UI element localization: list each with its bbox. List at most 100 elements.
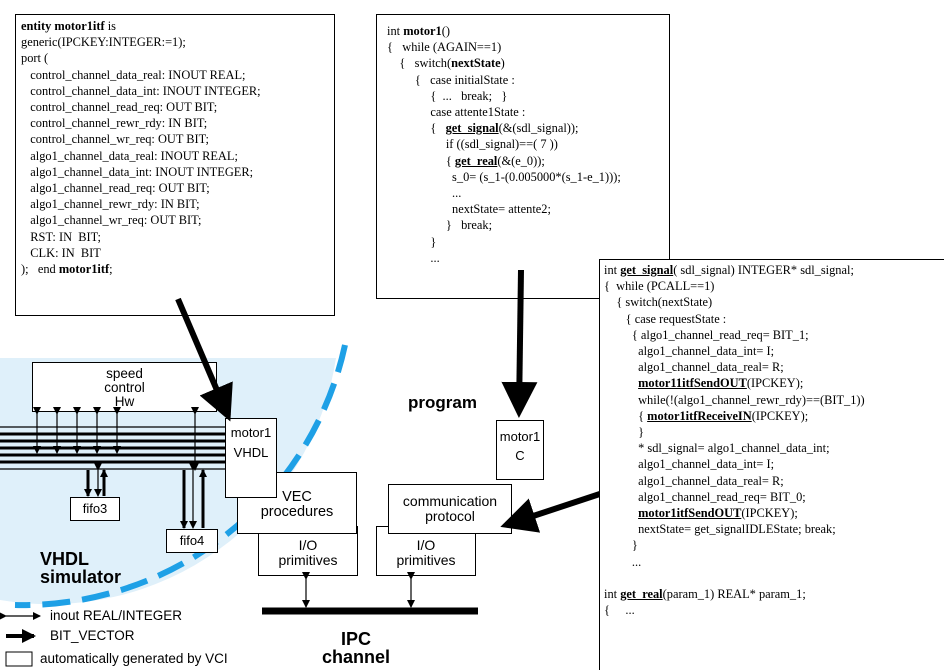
code-line: }: [604, 424, 940, 440]
c-code-to-motor1-c-arrow: [501, 269, 538, 418]
code-token: motor1itfSendOUT: [638, 506, 742, 521]
code-token: case attente1State :: [387, 105, 526, 120]
fifo3-box: fifo3: [70, 497, 120, 521]
code-token: get_real: [454, 153, 498, 168]
code-line: algo1_channel_data_real= R;: [604, 359, 940, 375]
code-line: { algo1_channel_read_req= BIT_1;: [604, 327, 940, 343]
code-line: control_channel_read_req: OUT BIT;: [21, 99, 329, 115]
code-line: motor1itfSendOUT(IPCKEY);: [604, 505, 940, 521]
code-line: ...: [604, 554, 940, 570]
code-token: s_0= (s_1-(0.005000*(s_1-e_1)));: [387, 169, 621, 184]
speed-control-inout-arrows: [33, 407, 199, 471]
code-token: ...: [604, 554, 642, 569]
code-token: int: [387, 24, 404, 38]
fifo3-arrows: [84, 463, 108, 497]
code-line: { get_signal(&(sdl_signal));: [387, 120, 659, 136]
code-token: (IPCKEY);: [746, 376, 804, 391]
code-line: { case initialState :: [387, 72, 659, 88]
code-line: { ... break; }: [387, 88, 659, 104]
code-token: ;: [109, 262, 113, 277]
code-token: algo1_channel_data_int: INOUT INTEGER;: [21, 164, 254, 179]
code-line: int get_signal( sdl_signal) INTEGER* sdl…: [604, 262, 940, 278]
code-token: get_signal: [620, 263, 674, 277]
code-token: algo1_channel_read_req= BIT_0;: [604, 489, 806, 504]
code-token: ); end: [21, 262, 59, 277]
code-token: { while (AGAIN==1): [387, 40, 502, 55]
code-token: motor1: [403, 24, 442, 38]
code-line: { while (AGAIN==1): [387, 39, 659, 55]
code-token: { case requestState :: [604, 311, 727, 326]
code-line: ...: [387, 250, 659, 266]
code-token: RST: IN BIT;: [21, 229, 101, 244]
code-token: if ((sdl_signal)==( 7 )): [387, 137, 558, 152]
code-token: get_signal: [445, 121, 499, 136]
code-line: control_channel_wr_req: OUT BIT;: [21, 131, 329, 147]
code-line: algo1_channel_data_int= I;: [604, 456, 940, 472]
code-token: control_channel_read_req: OUT BIT;: [21, 100, 218, 115]
code-token: algo1_channel_data_int= I;: [604, 344, 775, 359]
code-line: control_channel_data_real: INOUT REAL;: [21, 67, 329, 83]
code-token: motor11itfSendOUT: [638, 376, 747, 391]
code-token: int: [604, 587, 621, 602]
code-token: (param_1) REAL* param_1;: [662, 587, 806, 602]
entity-to-motor1-vhdl-arrow: [175, 297, 233, 422]
code-line: RST: IN BIT;: [21, 229, 329, 245]
code-token: (IPCKEY);: [741, 506, 798, 521]
code-token: } break;: [387, 218, 493, 233]
code-token: algo1_channel_rewr_rdy: IN BIT;: [21, 197, 200, 212]
code-line: algo1_channel_read_req= BIT_0;: [604, 489, 940, 505]
code-token: (IPCKEY);: [751, 408, 809, 423]
code-token: algo1_channel_data_int= I;: [604, 457, 775, 472]
code-token: ( sdl_signal) INTEGER* sdl_signal;: [673, 263, 854, 277]
code-line: algo1_channel_wr_req: OUT BIT;: [21, 212, 329, 228]
code-token: nextState= attente2;: [387, 202, 551, 217]
code-line: algo1_channel_data_real= R;: [604, 473, 940, 489]
vhdl-port-bus: [0, 432, 225, 464]
code-token: algo1_channel_read_req: OUT BIT;: [21, 181, 210, 196]
code-line: if ((sdl_signal)==( 7 )): [387, 136, 659, 152]
code-line: * sdl_signal= algo1_channel_data_int;: [604, 440, 940, 456]
code-line: CLK: IN BIT: [21, 245, 329, 261]
code-token: [604, 506, 638, 520]
code-token: {: [387, 121, 446, 136]
code-token: port (: [21, 51, 49, 66]
code-line: { switch(nextState): [387, 55, 659, 71]
code-line: [604, 570, 940, 586]
code-line: int motor1(): [387, 23, 659, 39]
legend-autogen-box: [5, 651, 33, 667]
code-token: * sdl_signal= algo1_channel_data_int;: [604, 441, 830, 456]
get-signal-code: int get_signal( sdl_signal) INTEGER* sdl…: [599, 259, 944, 670]
code-line: { case requestState :: [604, 311, 940, 327]
ipc-channel-label: IPC channel: [322, 629, 391, 667]
code-token: { ... break; }: [387, 88, 508, 103]
code-line: ); end motor1itf;: [21, 261, 329, 277]
code-token: (&(e_0));: [497, 153, 545, 168]
motor1-vhdl-box: motor1 VHDL: [225, 418, 277, 498]
vhdl-simulator-label: VHDL simulator: [40, 549, 122, 587]
code-token: }: [604, 425, 645, 440]
code-line: motor11itfSendOUT(IPCKEY);: [604, 375, 940, 391]
code-line: } break;: [387, 217, 659, 233]
code-line: { get_real(&(e_0));: [387, 153, 659, 169]
code-token: control_channel_data_int: INOUT INTEGER;: [21, 83, 261, 98]
code-line: }: [604, 537, 940, 553]
code-line: algo1_channel_data_int: INOUT INTEGER;: [21, 164, 329, 180]
code-line: nextState= get_signalIDLEState; break;: [604, 521, 940, 537]
code-token: CLK: IN BIT: [21, 245, 101, 260]
code-token: while(!(algo1_channel_rewr_rdy)==(BIT_1)…: [604, 392, 865, 407]
code-token: motor1itfReceiveIN: [647, 408, 752, 423]
c-program-code: int motor1(){ while (AGAIN==1) { switch(…: [376, 14, 670, 299]
code-token: algo1_channel_data_real= R;: [604, 473, 784, 488]
code-token: control_channel_rewr_rdy: IN BIT;: [21, 116, 208, 131]
code-line: int get_real(param_1) REAL* param_1;: [604, 586, 940, 602]
code-token: nextState: [451, 56, 501, 71]
program-label: program: [408, 393, 477, 412]
code-token: algo1_channel_data_real: INOUT REAL;: [21, 148, 238, 163]
code-token: { switch(nextState): [604, 295, 713, 310]
code-token: motor1itf: [58, 262, 110, 277]
code-line: algo1_channel_data_real: INOUT REAL;: [21, 148, 329, 164]
code-line: case attente1State :: [387, 104, 659, 120]
code-line: control_channel_data_int: INOUT INTEGER;: [21, 83, 329, 99]
